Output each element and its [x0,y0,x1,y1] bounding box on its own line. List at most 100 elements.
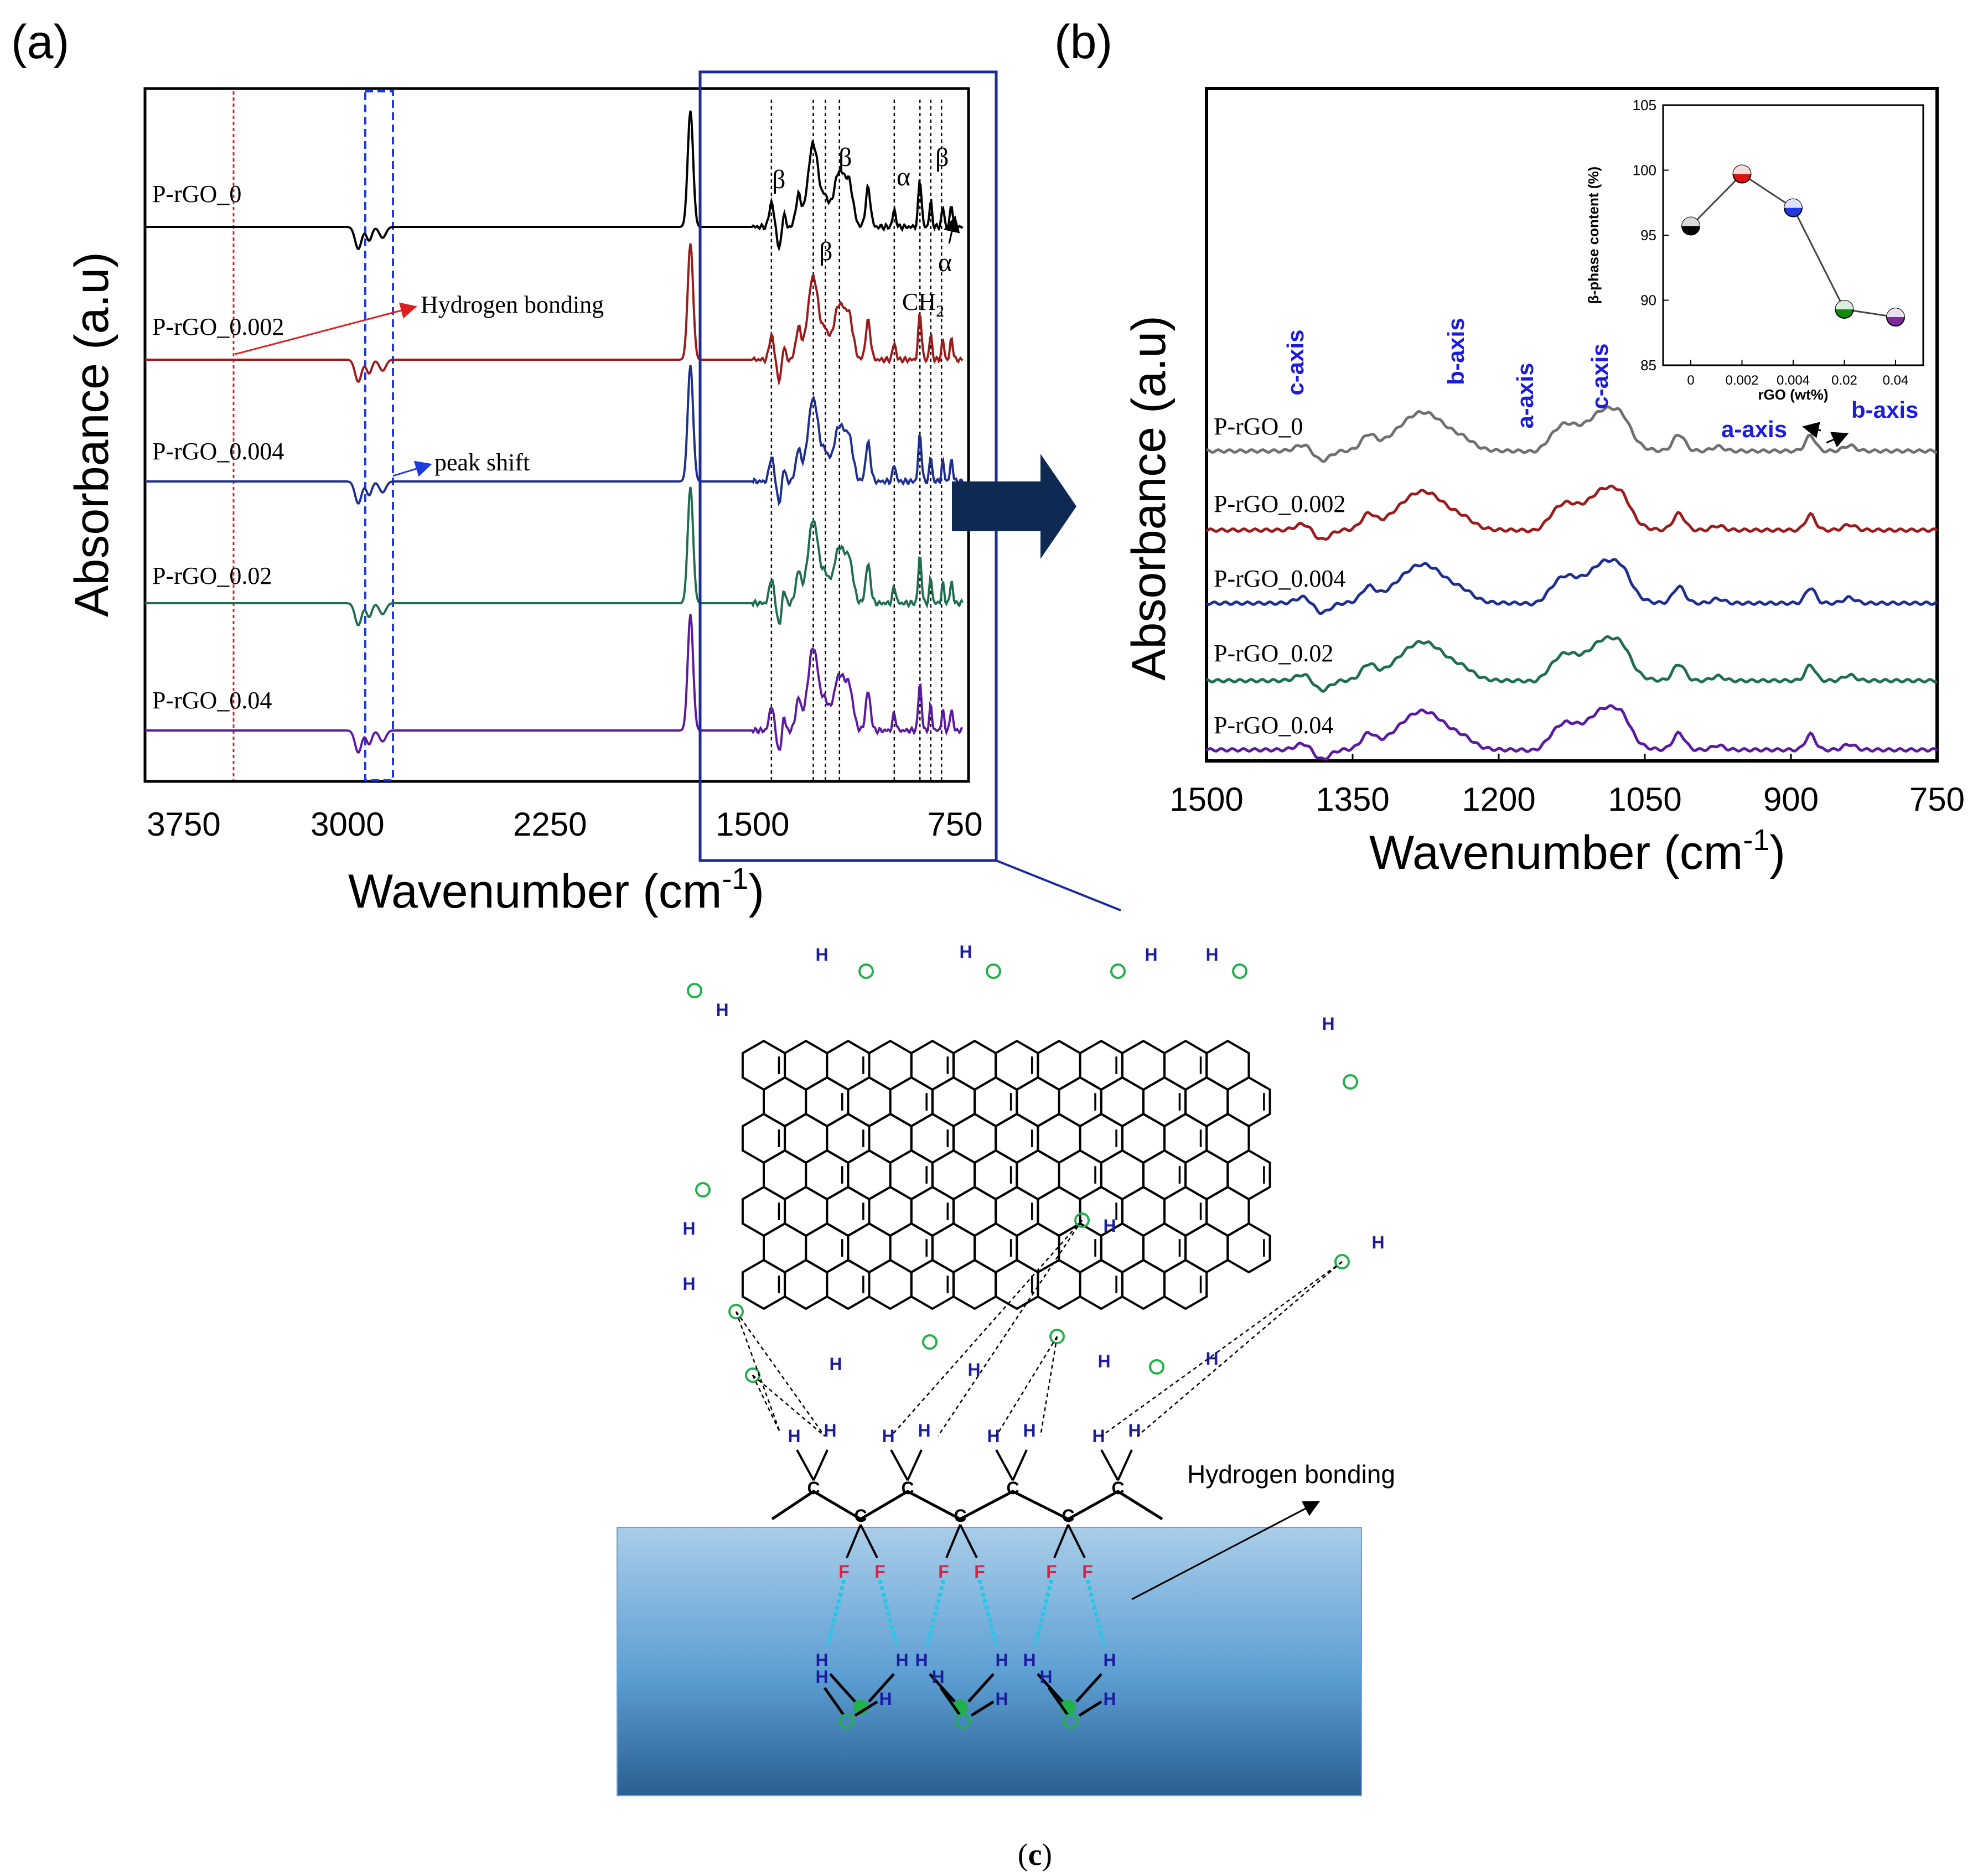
series-label-b: P-rGO_0.02 [1214,640,1333,667]
a-axis-arrow [1802,422,1821,438]
cf-bond [846,1524,862,1558]
hydrogen-bond [977,1579,998,1647]
zoom-connector [996,859,1121,911]
inset-y-tick-label: 100 [1633,162,1656,179]
hydrogen-bonding-annotation: Hydrogen bonding [421,291,604,318]
series-labels-a: P-rGO_0P-rGO_0.002P-rGO_0.004P-rGO_0.02P… [152,180,284,714]
x-tick-label-b: 900 [1763,781,1819,818]
spectra-a [145,110,964,754]
spectra-b [1205,405,1938,761]
panel-b-plot-frame [1205,87,1939,763]
hydrogen-bond-dashed [1137,1261,1343,1437]
schematic-hydrogen-bonding-arrow [1131,1501,1321,1600]
graphene-ring [1163,1258,1208,1310]
peak-label-beta-1: β [772,165,785,194]
carbon-atom: C [1111,1478,1124,1498]
oh-bond [1047,1687,1070,1717]
a-axis-label-1: a-axis [1512,362,1538,428]
x-tick-label-a: 1500 [716,806,789,843]
zoom-region-box [698,70,998,862]
cf-bond [860,1524,878,1558]
oh-bond [868,1673,895,1703]
water-oxygen-atom [955,1713,971,1729]
hydrogen-atom: H [788,1426,800,1446]
schematic-hydrogen-bonding-label: Hydrogen bonding [1187,1460,1395,1489]
series-label-b: P-rGO_0.04 [1214,712,1333,739]
oxygen-atom [728,1304,744,1319]
hydrogen-atom: H [1103,1650,1116,1670]
a-axis-label-2: a-axis [1721,416,1787,442]
peak-shift-annotation: peak shift [434,449,530,476]
graphene-ring [1226,1222,1271,1274]
oh-bond [823,1687,846,1717]
peak-label-alpha-1: α [897,162,910,191]
hydrogen-bond-dashed [752,1375,781,1434]
hydrogen-atom: H [682,1219,695,1238]
hydrogen-atom: H [1145,945,1157,965]
inset-x-tick-label: 0 [1687,373,1694,388]
hydrogen-atom: H [1103,1689,1116,1709]
graphene-ring [1037,1258,1081,1310]
graphene-ring [868,1258,913,1310]
inset-y-tick-label: 85 [1640,357,1656,374]
hydrogen-bond-dashed [735,1311,781,1434]
hydrogen-atom: H [882,1426,894,1446]
x-tick-label-b: 1350 [1316,781,1389,818]
hydrogen-bond [925,1579,946,1647]
hydrogen-atom: H [1023,1650,1035,1670]
hydrogen-atom: H [815,945,828,965]
hydrogen-atom: H [1205,1349,1218,1369]
inset-y-tick-label: 105 [1633,97,1656,113]
ch-bond [995,1449,1014,1481]
peak-label-beta-3: β [819,237,832,266]
hydrogen-bond-dashed [1039,1336,1058,1437]
hydrogen-atom: H [987,1426,1000,1446]
cf-bond [959,1524,978,1558]
panel-a-label: (a) [11,15,69,69]
graphene-ring [952,1258,997,1310]
spectrum-b-line [1206,405,1938,464]
cf-bond [1053,1524,1069,1558]
x-tick-label-a: 750 [928,806,983,843]
hydrogen-atom: H [918,1421,930,1440]
carbon-atom: C [807,1478,820,1498]
spectrum-b-line [1205,484,1938,541]
series-label-a: P-rGO_0.002 [152,313,284,340]
hydrogen-atom: H [1322,1014,1334,1034]
cf-bond [1067,1524,1086,1558]
water-block [617,1527,1362,1796]
hydrogen-atom: H [1023,1421,1035,1440]
hydrogen-atom: H [815,1667,828,1687]
panel-b-label: (b) [1054,15,1112,69]
oh-bond [970,1700,995,1717]
x-tick-label-b: 1200 [1462,781,1535,818]
hydrogen-atom: H [824,1421,836,1440]
series-label-a: P-rGO_0.04 [152,687,272,714]
inset-x-tick-label: 0.04 [1883,373,1909,388]
peak-label-beta-4: β [935,143,949,172]
graphene-ring [784,1258,829,1310]
inset-y-tick-label: 90 [1640,292,1656,309]
carbon-atom: C [1062,1506,1074,1526]
inset-point-highlight [1887,308,1904,318]
series-label-a: P-rGO_0.02 [152,562,272,589]
carbon-atom: C [901,1478,914,1498]
panel-a-plot-frame [143,87,970,783]
hydrogen-atom: H [967,1360,980,1380]
series-label-b: P-rGO_0 [1214,413,1303,440]
inset-x-tick-label: 0.02 [1831,373,1857,388]
inset-y-tick-label: 95 [1640,227,1656,243]
oxygen-atom [1343,1074,1358,1090]
y-axis-label-a: Absorbance (a.u) [65,252,118,617]
series-label-a: P-rGO_0 [152,180,241,208]
carbon-atom: C [854,1506,867,1526]
spectrum-a-line [145,365,964,506]
spectrum-b-line [1205,558,1938,615]
panel-c-label: (c) [1018,1838,1052,1872]
ch-bond [1117,1449,1133,1481]
